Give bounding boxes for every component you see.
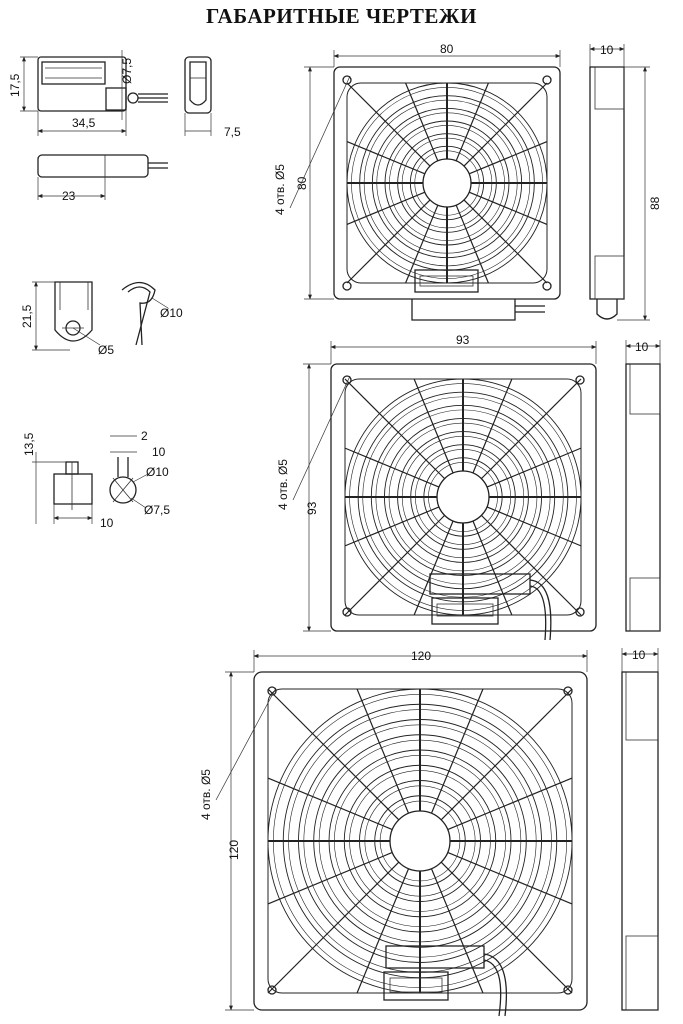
dim-17-5: 17,5 [8, 73, 22, 97]
filter-93-holes: 4 отв. Ø5 [276, 459, 290, 510]
dim-23: 23 [62, 189, 76, 203]
dim-7-5: 7,5 [224, 125, 241, 139]
filter-80-height: 80 [295, 176, 309, 190]
thermostat-sensor-top-view: 17,5 Ø7,5 34,5 [8, 50, 168, 136]
mounting-clip-b: 13,5 10 2 10 Ø10 Ø7,5 [22, 429, 170, 530]
filter-80-front-view: 80 80 4 отв. Ø5 [273, 42, 561, 321]
filter-93-width: 93 [456, 333, 470, 347]
dim-13-5: 13,5 [22, 432, 36, 456]
filter-120-width: 120 [411, 649, 431, 663]
filter-120-front-view: 120 120 4 отв. Ø5 [199, 649, 588, 1017]
filter-120-side-view: 10 [621, 648, 659, 1011]
thermostat-sensor-side-view: 7,5 [184, 56, 241, 139]
thermostat-probe: 23 [37, 154, 168, 203]
filter-80-grille [346, 82, 548, 284]
filter-80-depth: 10 [600, 43, 614, 57]
filter-80-side-view: 10 88 [589, 43, 662, 321]
filter-93-height: 93 [305, 501, 319, 515]
filter-80-holes: 4 отв. Ø5 [273, 164, 287, 215]
filter-93-grille [344, 378, 582, 616]
page-title: ГАБАРИТНЫЕ ЧЕРТЕЖИ [205, 4, 477, 28]
dim-dia-7-5: Ø7,5 [120, 58, 134, 84]
filter-120-grille [267, 688, 573, 994]
filter-120-depth: 10 [632, 648, 646, 662]
mounting-clip-a: 21,5 Ø5 Ø10 [20, 281, 183, 357]
dim-dia-5: Ø5 [98, 343, 114, 357]
filter-93-depth: 10 [635, 340, 649, 354]
dim-dia-10-b: Ø10 [146, 465, 169, 479]
dim-10: 10 [152, 445, 166, 459]
filter-120-height: 120 [227, 840, 241, 860]
dim-dia-10: Ø10 [160, 306, 183, 320]
dim-2: 2 [141, 429, 148, 443]
filter-80-width: 80 [440, 42, 454, 56]
filter-93-side-view: 10 [625, 340, 661, 632]
filter-93-front-view: 93 93 4 отв. Ø5 [276, 333, 597, 641]
dim-21-5: 21,5 [20, 304, 34, 328]
dim-10-b: 10 [100, 516, 114, 530]
filter-120-holes: 4 отв. Ø5 [199, 769, 213, 820]
dim-dia-7-5-b: Ø7,5 [144, 503, 170, 517]
filter-80-side-height: 88 [648, 196, 662, 210]
dim-34-5: 34,5 [72, 116, 96, 130]
